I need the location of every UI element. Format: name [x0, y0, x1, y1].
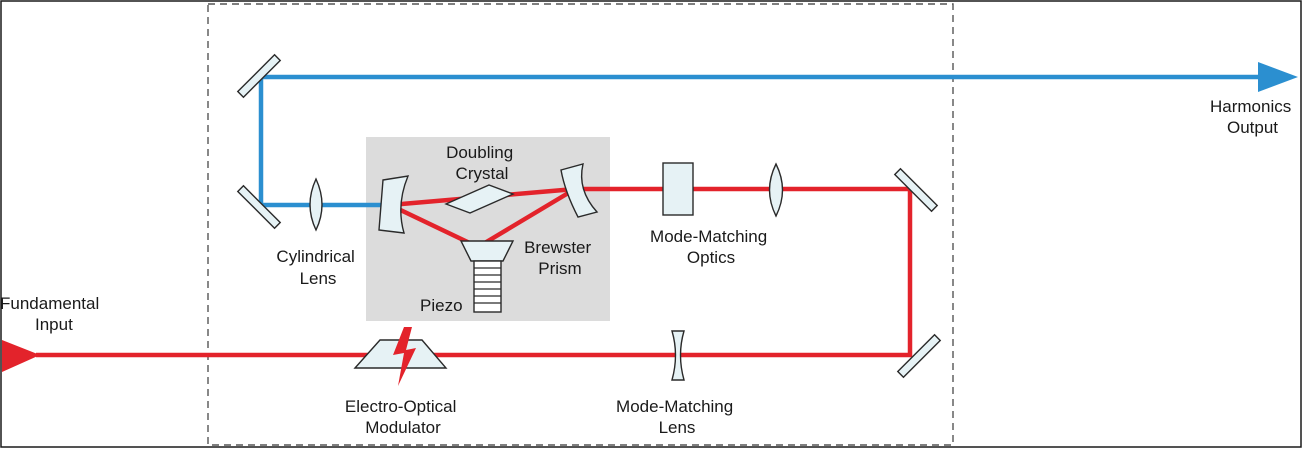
harmonic-beam: [258, 74, 1262, 208]
electro-optical-modulator-element: [353, 327, 448, 386]
cylindrical-lens-label: Cylindrical Lens: [276, 247, 359, 288]
harmonics-output-label: Harmonics Output: [1210, 97, 1296, 137]
cavity-mirror-left: [378, 175, 410, 234]
piezo-element: [459, 240, 515, 313]
cavity-mirror-right: [560, 163, 599, 218]
lightning-bolt-icon: [393, 327, 416, 386]
harmonic-beam-path: [258, 62, 1298, 208]
fold-mirror-right-top: [893, 167, 939, 213]
electro-optical-modulator-label: Electro-Optical Modulator: [345, 397, 461, 437]
mode-matching-optics-label: Mode-Matching Optics: [650, 227, 772, 267]
fundamental-input-arrow: [2, 340, 40, 372]
cylindrical-lens-optic: [309, 177, 323, 232]
doubling-crystal-optic: [444, 184, 515, 214]
fold-mirror-top-left: [236, 53, 282, 99]
mode-matching-optics-lens: [768, 162, 784, 218]
fundamental-beam: [36, 186, 913, 358]
fundamental-input-label: Fundamental Input: [0, 294, 104, 334]
piezo-label: Piezo: [420, 296, 463, 315]
mode-matching-optics-block: [662, 162, 694, 216]
brewster-prism-label: Brewster Prism: [524, 238, 596, 278]
mode-matching-lens-label: Mode-Matching Lens: [616, 397, 738, 437]
fold-mirror-bottom-left: [236, 184, 282, 230]
doubling-crystal-label: Doubling Crystal: [446, 143, 518, 183]
harmonics-output-arrow: [1258, 62, 1298, 92]
dashed-enclosure: [207, 3, 954, 446]
mode-matching-lens-optic: [671, 330, 685, 381]
fold-mirror-right-bottom: [896, 333, 942, 379]
